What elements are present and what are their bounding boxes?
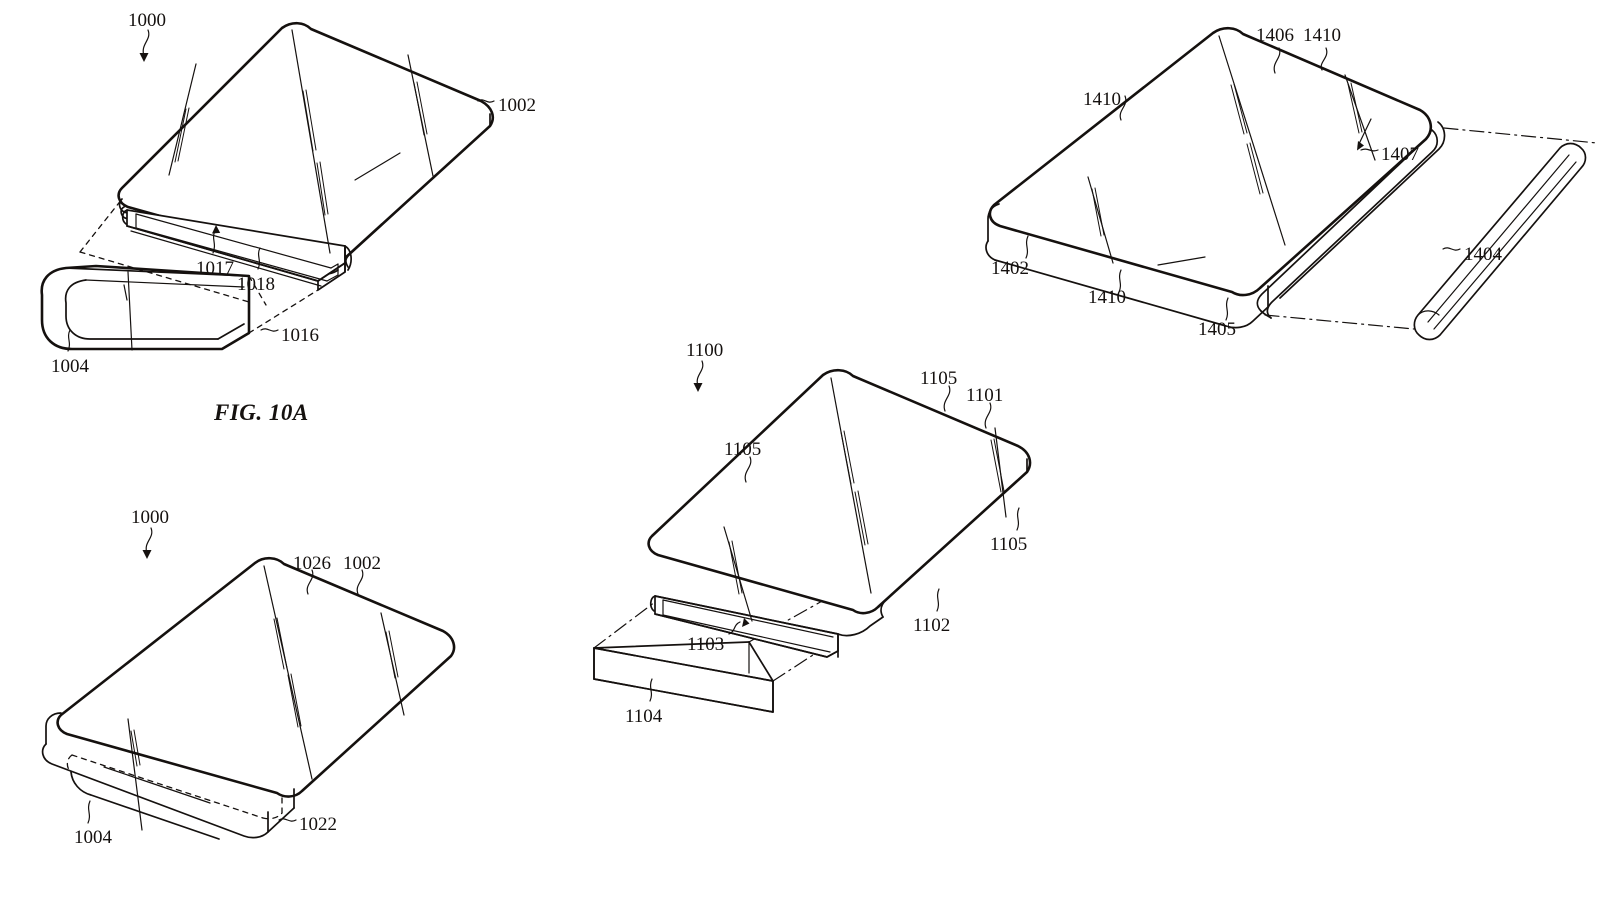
leaders-fig11 [649, 385, 1020, 702]
ref-1406: 1406 [1256, 25, 1294, 46]
strip-1404 [1413, 142, 1587, 341]
ref-1407: 1407 [1381, 144, 1419, 165]
fig-14-linework [985, 26, 1598, 341]
fold-panel-left [985, 26, 1433, 329]
leaders-fig14 [1025, 47, 1461, 321]
ref-1022: 1022 [299, 814, 337, 835]
cover-surface-lines-fig11 [723, 377, 1007, 622]
cover-surface-lines-fig14 [1087, 35, 1376, 266]
ref-1101: 1101 [966, 385, 1004, 406]
ref-1000-fig10b: 1000 [131, 507, 169, 528]
pointer-1000-fig10b [142, 527, 153, 559]
leaders-fig10a [67, 99, 495, 352]
leaders-fig10b [87, 569, 364, 824]
ref-1002-fig10b: 1002 [343, 553, 381, 574]
ref-1103: 1103 [687, 634, 725, 655]
device-body-1000 [79, 21, 494, 334]
ref-1004-fig10b: 1004 [74, 827, 112, 848]
ref-1100: 1100 [686, 340, 724, 361]
pointer-1100-fig11 [693, 360, 704, 392]
fig-10a-linework [40, 21, 495, 352]
slot-opening-1017-1018 [118, 198, 352, 291]
ref-1017: 1017 [196, 258, 234, 279]
ref-1016: 1016 [281, 325, 319, 346]
ref-1018: 1018 [237, 274, 275, 295]
cover-surface-lines-fig10b [263, 565, 405, 780]
ref-1105-left: 1105 [724, 439, 762, 460]
ref-1402: 1402 [991, 258, 1029, 279]
fig-11-linework [593, 360, 1032, 713]
ref-1410-topright: 1410 [1303, 25, 1341, 46]
ref-1026: 1026 [293, 553, 331, 574]
ref-1404: 1404 [1464, 244, 1502, 265]
withdrawn-slab-1104 [593, 641, 774, 713]
device-body-1000-closed [41, 556, 456, 840]
ref-1410-left: 1410 [1083, 89, 1121, 110]
ref-1105-top: 1105 [920, 368, 958, 389]
ref-1104: 1104 [625, 706, 663, 727]
fig-10b-linework [41, 527, 456, 840]
ref-1405: 1405 [1198, 319, 1236, 340]
ref-1105-right: 1105 [990, 534, 1028, 555]
slot-1103 [649, 595, 839, 658]
ref-1002-fig10a: 1002 [498, 95, 536, 116]
ref-1004-fig10a: 1004 [51, 356, 89, 377]
hinge-seam-1407 [1256, 121, 1446, 319]
device-body-1100 [647, 368, 1032, 637]
figure-caption-10a: FIG. 10A [214, 400, 309, 425]
ref-1102: 1102 [913, 615, 951, 636]
ref-1000-fig10a: 1000 [128, 10, 166, 31]
ref-1410-bottom: 1410 [1088, 287, 1126, 308]
cover-surface-lines-fig10a [168, 29, 434, 254]
pointer-1000-fig10a [139, 29, 150, 62]
